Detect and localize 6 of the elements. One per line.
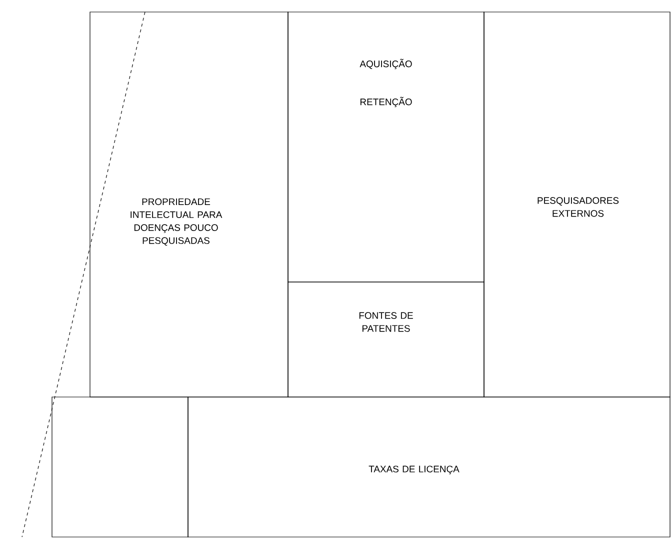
empty-cell	[52, 396, 188, 538]
canvas-cell: FONTES DE PATENTES	[288, 282, 484, 398]
canvas-cell: TAXAS DE LICENÇA	[188, 396, 670, 538]
canvas-cell: PROPRIEDADE INTELECTUAL PARA DOENÇAS POUCO PESQUISADAS	[90, 12, 288, 398]
canvas-cell: AQUISIÇÃO RETENÇÃO	[288, 12, 484, 282]
canvas-cell: PESQUISADORES EXTERNOS	[484, 12, 670, 398]
